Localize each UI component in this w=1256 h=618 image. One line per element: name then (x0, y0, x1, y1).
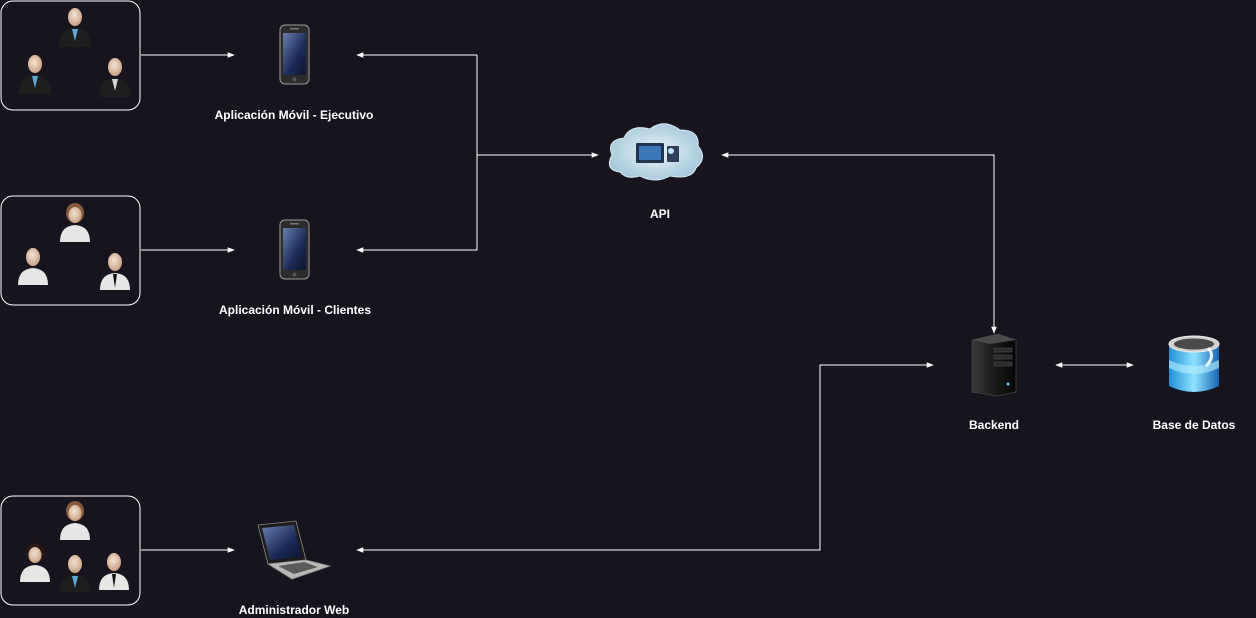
edge-admin-web-backend (356, 362, 934, 553)
woman-icon (20, 543, 50, 582)
businessman-icon (100, 253, 130, 290)
edge-api-to-app-ejecutivo (356, 52, 478, 155)
cloud-icon (608, 123, 703, 181)
businessman-icon (99, 58, 131, 97)
edge-api-backend (721, 152, 997, 334)
group-box (0, 195, 141, 306)
woman-icon (60, 203, 90, 242)
smartphone-icon (279, 24, 310, 85)
businessman-icon (99, 553, 129, 590)
node-app-ejecutivo: Aplicación Móvil - Ejecutivo (215, 24, 374, 122)
server-icon (971, 333, 1017, 397)
group-clientes (0, 195, 141, 306)
group-box (0, 0, 141, 111)
group-box (0, 495, 141, 606)
group-administradores (0, 495, 141, 606)
businessman-icon (60, 555, 90, 592)
node-backend: Backend (969, 333, 1019, 432)
node-label: API (650, 207, 670, 221)
node-label: Administrador Web (239, 603, 349, 617)
edge-api-to-app-clientes (356, 155, 478, 253)
businessman-icon (59, 8, 91, 47)
smartphone-icon (279, 219, 310, 280)
node-api: API (608, 123, 703, 221)
businessman-icon (19, 55, 51, 94)
woman-icon (60, 501, 90, 540)
node-label: Backend (969, 418, 1019, 432)
node-label: Aplicación Móvil - Clientes (219, 303, 371, 317)
node-admin-web: Administrador Web (239, 520, 349, 617)
node-base-datos: Base de Datos (1153, 335, 1236, 432)
group-ejecutivos (0, 0, 141, 111)
node-label: Aplicación Móvil - Ejecutivo (215, 108, 374, 122)
connectors (141, 52, 1134, 553)
node-app-clientes: Aplicación Móvil - Clientes (219, 219, 371, 317)
node-label: Base de Datos (1153, 418, 1236, 432)
database-icon (1168, 335, 1220, 392)
laptop-icon (257, 520, 332, 580)
person-icon (18, 248, 48, 285)
